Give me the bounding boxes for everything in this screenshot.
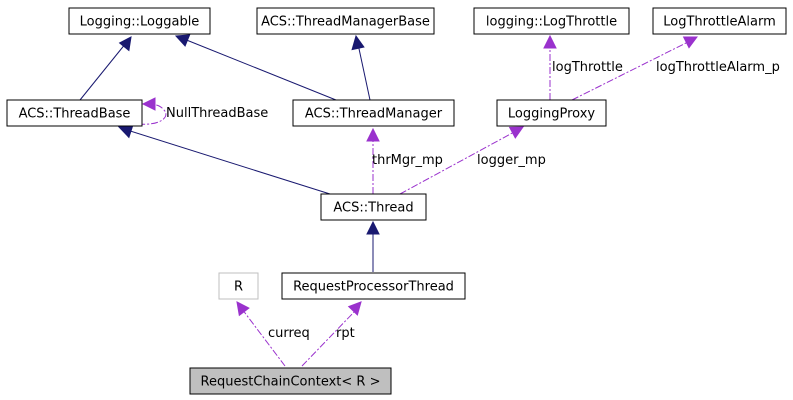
edge-threadmanager-to-loggable: [183, 38, 337, 101]
arrowhead-threadmanagerbase: [351, 34, 365, 51]
arrowhead-rpt: [347, 301, 362, 316]
node-acs-threadmanagerbase[interactable]: ACS::ThreadManagerBase: [256, 7, 435, 35]
node-requestprocessorthread[interactable]: RequestProcessorThread: [281, 272, 466, 300]
node-label: RequestChainContext< R >: [201, 375, 381, 390]
node-label: R: [234, 280, 243, 295]
arrowhead-threadmanager: [366, 127, 380, 142]
inheritance-edges: [79, 34, 380, 272]
label-thrmgr-mp: thrMgr_mp: [372, 153, 443, 168]
edge-thread-to-loggingproxy: [399, 130, 517, 195]
node-label: ACS::ThreadBase: [19, 107, 131, 122]
arrowhead-thread: [366, 220, 380, 235]
label-nullthreadbase: NullThreadBase: [166, 106, 268, 121]
label-logthrottlealarm-p: logThrottleAlarm_p: [656, 60, 780, 75]
edge-thread-to-threadbase: [126, 129, 331, 195]
node-label: RequestProcessorThread: [293, 280, 454, 295]
label-logthrottle: logThrottle: [552, 60, 623, 75]
arrowhead-logthrottlealarm: [682, 36, 698, 49]
node-label: ACS::ThreadManager: [305, 107, 443, 122]
arrowhead-loggingproxy: [508, 126, 524, 139]
arrowhead-r: [236, 301, 250, 317]
node-acs-thread[interactable]: ACS::Thread: [320, 193, 427, 221]
node-label: logging::LogThrottle: [486, 15, 617, 30]
node-label: ACS::ThreadManagerBase: [261, 15, 430, 30]
edge-labels: NullThreadBase logThrottle logThrottleAl…: [166, 60, 780, 341]
node-logthrottlealarm[interactable]: LogThrottleAlarm: [652, 7, 787, 35]
edge-threadbase-to-loggable: [79, 42, 127, 101]
node-label: ACS::Thread: [333, 201, 413, 216]
arrowhead-threadbase: [117, 125, 134, 139]
arrowhead-logthrottle: [543, 34, 557, 49]
edge-threadmanager-to-threadmanagerbase: [357, 43, 371, 101]
arrowhead-loggable-1: [118, 36, 132, 52]
node-logging-loggable[interactable]: Logging::Loggable: [68, 7, 211, 35]
edge-requestchaincontext-to-r: [241, 308, 286, 367]
usage-edges: [137, 34, 698, 367]
edge-nullthreadbase-selfloop: [137, 104, 167, 125]
node-requestchaincontext: RequestChainContext< R >: [189, 367, 392, 395]
label-logger-mp: logger_mp: [477, 153, 546, 168]
label-curreq: curreq: [268, 326, 310, 341]
node-logging-logthrottle[interactable]: logging::LogThrottle: [473, 7, 630, 35]
node-acs-threadbase[interactable]: ACS::ThreadBase: [6, 99, 143, 127]
node-label: Logging::Loggable: [80, 15, 200, 30]
node-label: LoggingProxy: [508, 107, 595, 122]
arrowhead-loggable-2: [174, 34, 191, 47]
node-loggingproxy[interactable]: LoggingProxy: [496, 99, 607, 127]
label-rpt: rpt: [336, 326, 355, 341]
edge-loggingproxy-to-logthrottlealarm: [571, 40, 691, 101]
node-r[interactable]: R: [218, 272, 259, 300]
arrowhead-nullthreadbase: [141, 97, 156, 111]
node-acs-threadmanager[interactable]: ACS::ThreadManager: [292, 99, 455, 127]
node-label: LogThrottleAlarm: [663, 15, 775, 30]
